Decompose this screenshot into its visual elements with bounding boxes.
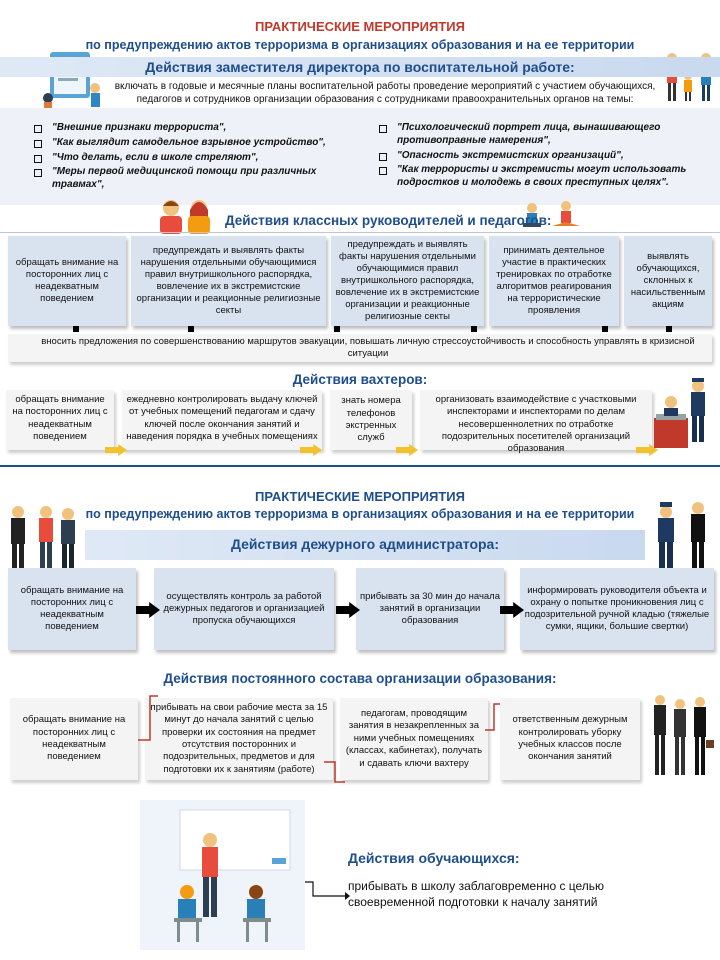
topic-item: "Меры первой медицинской помощи при разл… bbox=[30, 166, 340, 192]
staff-illustration bbox=[654, 695, 714, 775]
teachers-bottom-box: вносить предложения по совершенствованию… bbox=[8, 334, 712, 362]
topic-item: "Внешние признаки террориста", bbox=[30, 122, 340, 135]
arrow-right-icon bbox=[396, 444, 418, 456]
students-text: прибывать в школу заблаговременно с цель… bbox=[348, 879, 605, 910]
teachers-box: обращать внимание на посторонних лиц с н… bbox=[8, 236, 126, 326]
students-heading: Действия обучающихся: bbox=[348, 850, 520, 866]
teachers-box: выявлять обучающихся, склонных к насильс… bbox=[624, 236, 712, 326]
deputy-text: включать в годовые и месячные планы восп… bbox=[114, 81, 656, 105]
connector-square bbox=[471, 326, 477, 332]
classroom-illustration bbox=[140, 800, 305, 950]
arrow-right-icon bbox=[636, 444, 658, 456]
suspects-illustration bbox=[11, 506, 75, 570]
arrow-right-icon bbox=[336, 602, 360, 618]
admin-heading-band bbox=[85, 530, 645, 560]
topic-item: "Психологический портрет лица, вынашиваю… bbox=[375, 122, 695, 148]
connector-square bbox=[334, 326, 340, 332]
staff-box: ответственным дежурным контролировать уб… bbox=[500, 698, 640, 780]
staff-heading: Действия постоянного состава организации… bbox=[163, 671, 557, 686]
teachers-box: принимать деятельное участие в практичес… bbox=[489, 236, 619, 326]
connector-square bbox=[666, 326, 672, 332]
bottom-subtitle: по предупреждению актов терроризма в орг… bbox=[85, 507, 635, 521]
divider bbox=[0, 232, 720, 233]
connector-square bbox=[188, 326, 194, 332]
staff-box: обращать внимание на посторонних лиц с н… bbox=[10, 698, 138, 780]
admin-box: осуществлять контроль за работой дежурны… bbox=[154, 568, 334, 650]
topic-item: "Что делать, если в школе стреляют", bbox=[30, 152, 340, 165]
teachers-heading: Действия классных руководителей и педаго… bbox=[225, 213, 552, 228]
topic-item: "Как террористы и экстремисты могут испо… bbox=[375, 164, 695, 190]
bottom-title: ПРАКТИЧЕСКИЕ МЕРОПРИЯТИЯ bbox=[255, 489, 465, 504]
teachers-box: предупреждать и выявлять факты нарушения… bbox=[131, 236, 326, 326]
students-connector bbox=[305, 881, 350, 900]
arrow-right-icon bbox=[500, 602, 524, 618]
admin-box: информировать руководителя объекта и охр… bbox=[520, 568, 714, 650]
watchmen-box: ежедневно контролировать выдачу ключей о… bbox=[122, 390, 322, 450]
staff-box: педагогам, проводящим занятия в незакреп… bbox=[340, 698, 488, 780]
admin-box: прибывать за 30 мин до начала занятий в … bbox=[356, 568, 504, 650]
connector-square bbox=[73, 326, 79, 332]
guard-illustration bbox=[654, 378, 705, 448]
teachers-box: предупреждать и выявлять факты нарушения… bbox=[331, 236, 484, 326]
topic-item: "Как выглядит самодельное взрывное устро… bbox=[30, 137, 340, 150]
deputy-heading-band bbox=[0, 57, 720, 77]
section-divider bbox=[0, 465, 720, 467]
arrow-right-icon bbox=[136, 602, 160, 618]
police-illustration bbox=[658, 502, 705, 568]
students-illustration bbox=[523, 201, 580, 227]
teachers-illustration bbox=[160, 200, 210, 234]
topic-item: "Опасность экстремистских организаций", bbox=[375, 150, 695, 163]
staff-box: прибывать на свои рабочие места за 15 ми… bbox=[145, 698, 333, 780]
arrow-right-icon bbox=[105, 444, 127, 456]
watchmen-box: знать номера телефонов экстренных служб bbox=[330, 390, 412, 450]
deputy-heading: Действия заместителя директора по воспит… bbox=[145, 59, 575, 75]
watchmen-box: обращать внимание на посторонних лиц с н… bbox=[6, 390, 114, 450]
admin-heading: Действия дежурного администратора: bbox=[230, 536, 500, 552]
admin-box: обращать внимание на посторонних лиц с н… bbox=[8, 568, 136, 650]
connector-square bbox=[602, 326, 608, 332]
watchmen-box: организовать взаимодействие с участковым… bbox=[420, 390, 652, 454]
watchmen-heading: Действия вахтеров: bbox=[292, 372, 428, 387]
staff-connector-lines bbox=[138, 695, 500, 783]
arrow-right-icon bbox=[300, 444, 322, 456]
top-subtitle: по предупреждению актов терроризма в орг… bbox=[85, 38, 635, 52]
topics-right-list: "Психологический портрет лица, вынашиваю… bbox=[375, 122, 695, 192]
topics-panel bbox=[0, 108, 720, 205]
top-title: ПРАКТИЧЕСКИЕ МЕРОПРИЯТИЯ bbox=[255, 19, 465, 34]
topics-left-list: "Внешние признаки террориста", "Как выгл… bbox=[30, 122, 340, 194]
